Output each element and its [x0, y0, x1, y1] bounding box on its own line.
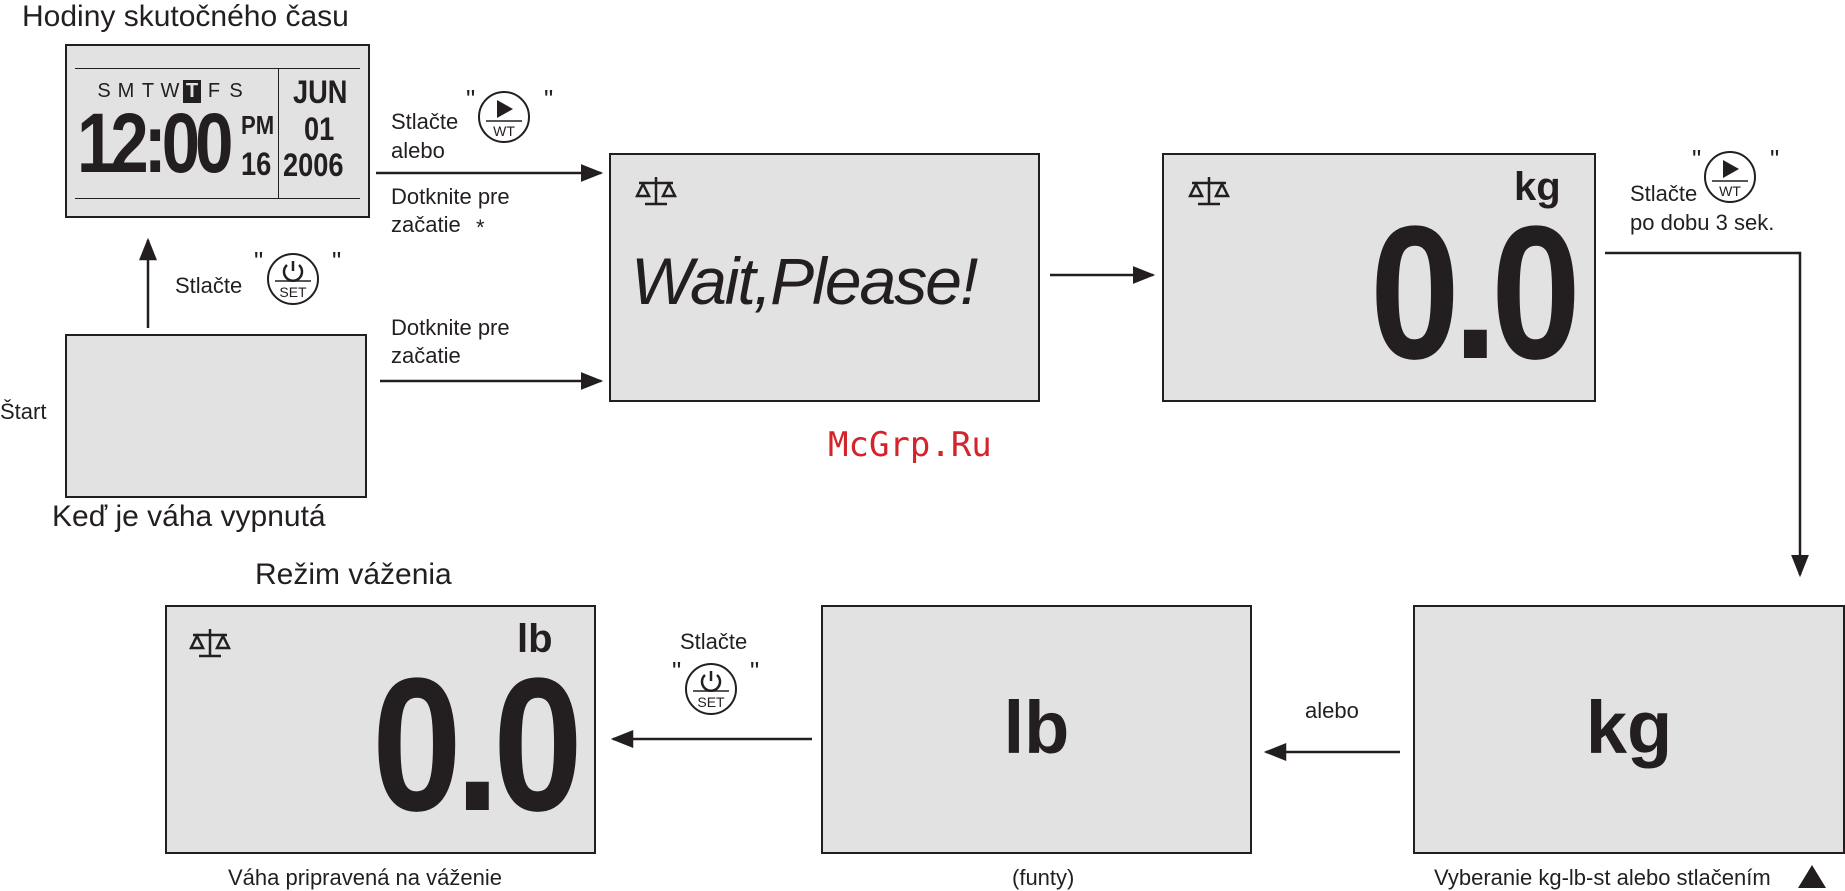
play-wt-icon: WT	[478, 91, 530, 143]
clock-year: 2006	[283, 147, 344, 183]
arrow-kg-to-select	[1605, 251, 1809, 578]
clock-time: 12:00	[77, 96, 233, 190]
clock-title: Hodiny skutočného času	[22, 0, 349, 33]
press-wt-label-2: Stlačte	[1630, 181, 1698, 206]
scale-icon	[635, 177, 677, 206]
off-display	[65, 334, 367, 498]
weekday-2: T	[141, 80, 155, 102]
svg-text:WT: WT	[493, 123, 515, 139]
press-wt-duration: po dobu 3 sek.	[1630, 210, 1775, 235]
ready-caption: Váha pripravená na váženie	[228, 865, 502, 890]
weekday-5: F	[207, 80, 221, 102]
kg-reading: 0.0	[1370, 187, 1581, 399]
or-label-1: alebo	[391, 138, 445, 163]
set-button-1[interactable]: " SET "	[254, 246, 344, 310]
clock-day: 01	[304, 111, 335, 147]
wait-text: Wait,Please!	[631, 244, 978, 318]
asterisk-note: *	[476, 215, 485, 240]
weekday-0: S	[97, 80, 111, 102]
lb-caption: (funty)	[1012, 865, 1075, 890]
svg-text:SET: SET	[697, 694, 725, 710]
scale-icon	[189, 629, 231, 658]
press-wt-label-1: Stlačte	[391, 109, 459, 134]
scale-icon	[1188, 177, 1230, 206]
lb-reading-display: lb 0.0	[165, 605, 596, 854]
touch-start-label-1b: začatie	[391, 212, 461, 237]
play-wt-icon: WT	[1704, 151, 1756, 203]
wt-button-1[interactable]: " WT "	[466, 84, 556, 148]
clock-month: JUN	[293, 74, 348, 110]
weekday-6: S	[229, 80, 243, 102]
off-caption: Keď je váha vypnutá	[52, 500, 326, 533]
svg-text:WT: WT	[1719, 183, 1741, 199]
or-label-2: alebo	[1305, 698, 1359, 723]
wait-display: Wait,Please!	[609, 153, 1040, 402]
kg-select-display: kg	[1413, 605, 1845, 854]
power-set-icon: SET	[685, 663, 737, 715]
lb-select-display: lb	[821, 605, 1252, 854]
weekday-4: T	[183, 80, 201, 103]
lb-unit: lb	[517, 617, 553, 661]
watermark: McGrp.Ru	[828, 425, 992, 465]
touch-start-label-2b: začatie	[391, 343, 461, 368]
set-button-2[interactable]: " SET "	[672, 656, 762, 720]
up-triangle-icon	[1798, 865, 1826, 888]
weigh-mode-title: Režim váženia	[255, 558, 452, 591]
lb-select-text: lb	[1003, 686, 1070, 769]
press-set-to-clock-label: Stlačte	[175, 273, 243, 298]
wt-button-2[interactable]: " WT "	[1692, 144, 1782, 208]
weekday-3: W	[160, 80, 180, 102]
lb-reading: 0.0	[372, 639, 583, 851]
clock-ampm: PM	[241, 110, 275, 140]
press-set-label-2: Stlačte	[680, 629, 748, 654]
touch-start-label-2a: Dotknite pre	[391, 315, 510, 340]
power-set-icon: SET	[267, 253, 319, 305]
clock-seconds: 16	[241, 146, 272, 182]
select-caption: Vyberanie kg-lb-st alebo stlačením	[1434, 865, 1771, 890]
weekday-1: M	[117, 80, 135, 102]
kg-select-text: kg	[1585, 686, 1673, 769]
kg-reading-display: kg 0.0	[1162, 153, 1596, 402]
svg-text:SET: SET	[279, 284, 307, 300]
kg-unit: kg	[1514, 165, 1561, 209]
touch-start-label-1a: Dotknite pre	[391, 184, 510, 209]
start-label: Štart	[0, 399, 47, 424]
